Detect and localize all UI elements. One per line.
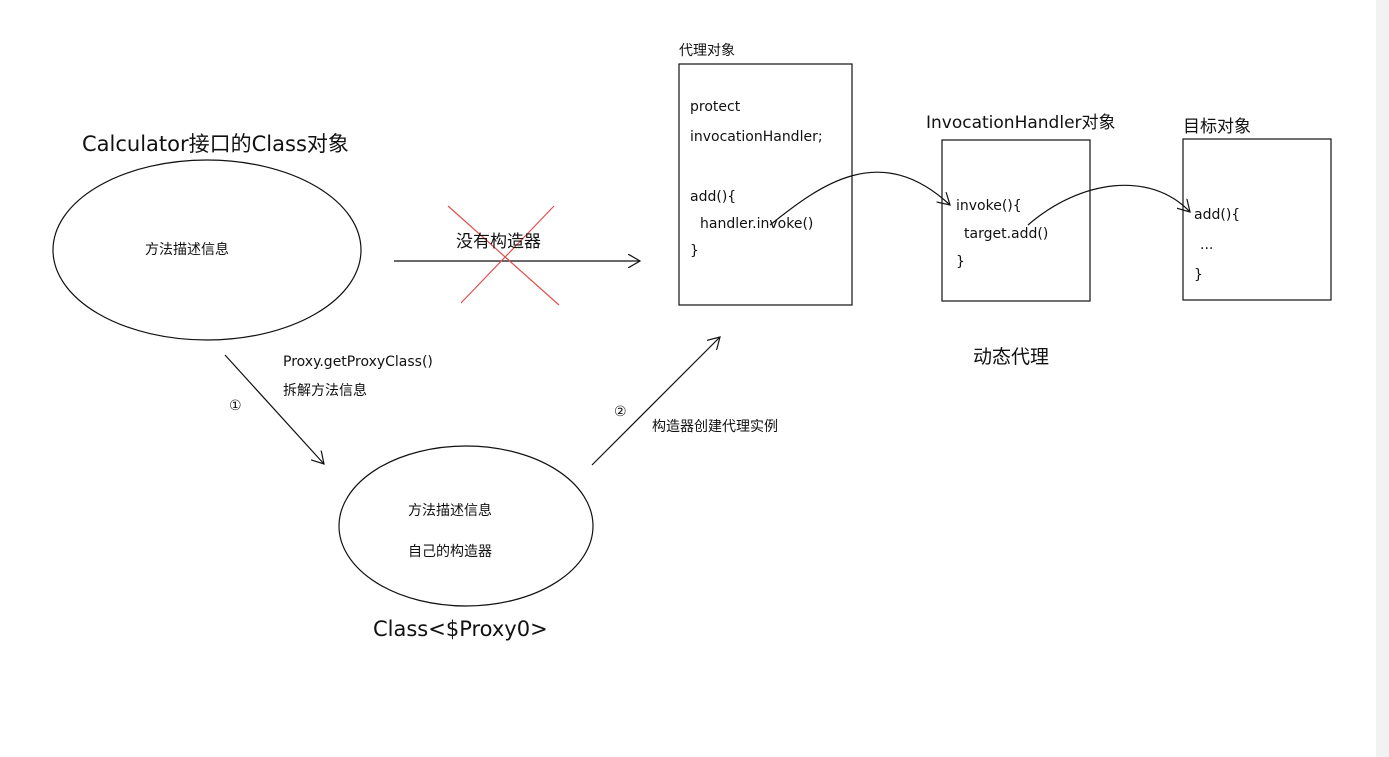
step1-arrow xyxy=(224,354,324,464)
handler-object-box xyxy=(941,139,1091,302)
code-line: add(){ xyxy=(690,189,737,205)
target-object-title: 目标对象 xyxy=(1183,117,1251,137)
cross-line-b xyxy=(460,205,555,304)
target-object-box xyxy=(1182,138,1332,301)
proxy-class-caption: Class<$Proxy0> xyxy=(373,617,548,641)
step1-method: Proxy.getProxyClass() xyxy=(283,354,433,370)
code-line: } xyxy=(956,254,965,270)
target-object-body: add(){ ... } xyxy=(1194,200,1240,290)
code-line: handler.invoke() xyxy=(700,216,814,232)
step1-marker: ① xyxy=(229,398,242,414)
interface-ellipse-text: 方法描述信息 xyxy=(145,242,229,258)
code-line xyxy=(690,152,823,182)
code-line: } xyxy=(1194,267,1203,283)
handler-object-title: InvocationHandler对象 xyxy=(926,113,1116,133)
target-call-arrow xyxy=(1027,184,1190,226)
code-line: ... xyxy=(1200,237,1214,253)
step2-arrow xyxy=(591,337,720,466)
proxy-class-ellipse xyxy=(338,445,594,607)
proxy-object-box xyxy=(678,63,853,306)
proxy-class-methods: 方法描述信息 xyxy=(408,503,492,519)
invoke-call-arrow xyxy=(769,171,950,226)
code-line: } xyxy=(690,243,699,259)
right-scroll-strip xyxy=(1376,0,1389,757)
proxy-class-constructor: 自己的构造器 xyxy=(408,544,492,560)
interface-ellipse xyxy=(52,159,362,341)
step1-desc: 拆解方法信息 xyxy=(283,383,367,399)
no-constructor-label: 没有构造器 xyxy=(456,232,541,252)
code-line: add(){ xyxy=(1194,207,1241,223)
dynamic-proxy-caption: 动态代理 xyxy=(973,346,1050,368)
code-line: protect xyxy=(690,99,741,115)
proxy-object-title: 代理对象 xyxy=(679,43,735,59)
code-line: invoke(){ xyxy=(956,198,1022,214)
cross-line-a xyxy=(447,205,560,306)
step2-label: 构造器创建代理实例 xyxy=(652,419,778,435)
code-line: invocationHandler; xyxy=(690,129,823,145)
interface-title: Calculator接口的Class对象 xyxy=(82,132,349,156)
step2-marker: ② xyxy=(614,404,627,420)
proxy-object-body: protect invocationHandler; add(){ handle… xyxy=(690,92,823,266)
handler-object-body: invoke(){ target.add() } xyxy=(956,192,1048,276)
code-line: target.add() xyxy=(964,226,1049,242)
